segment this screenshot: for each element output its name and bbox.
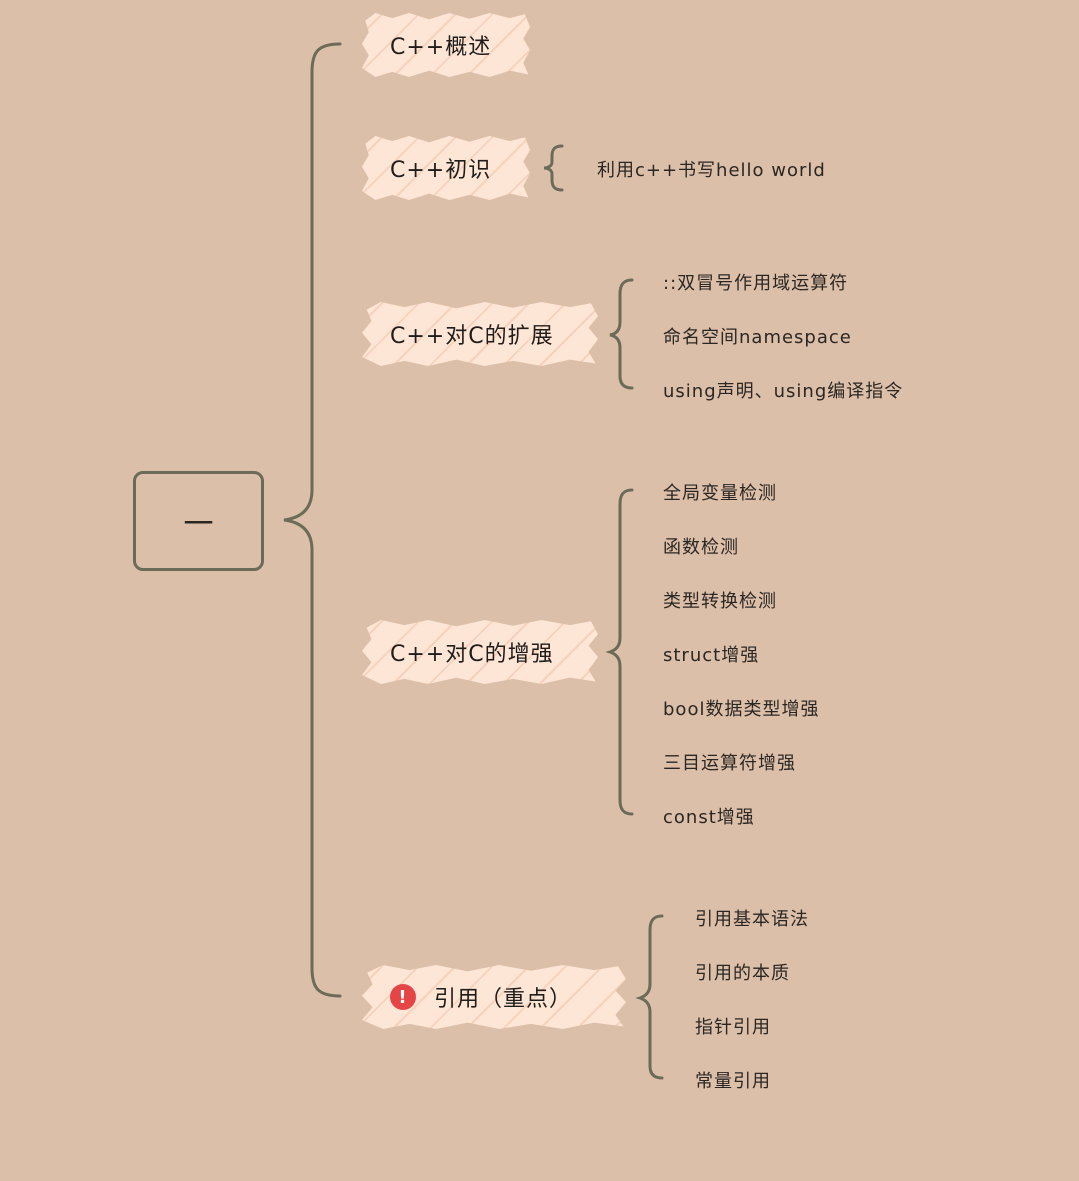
topic-label: C++对C的增强 [390,642,554,667]
topic-cpp-extension[interactable]: C++对C的扩展 [362,302,598,366]
leaf-item[interactable]: const增强 [663,807,755,828]
leaf-item[interactable]: bool数据类型增强 [663,699,820,720]
topic-cpp-enhancement[interactable]: C++对C的增强 [362,620,598,684]
topic-label: 引用（重点） [434,987,573,1012]
topic-highlight [362,13,530,77]
leaf-item[interactable]: using声明、using编译指令 [663,381,904,402]
leaf-item[interactable]: 函数检测 [663,537,739,558]
leaf-item[interactable]: 全局变量检测 [663,483,777,504]
leaf-item[interactable]: 命名空间namespace [663,327,852,348]
topic-highlight [362,302,598,366]
brace-extension [609,278,634,390]
leaf-item[interactable]: 利用c++书写hello world [597,160,826,181]
brace-enhancement [605,488,634,816]
leaf-item[interactable]: 常量引用 [695,1071,771,1092]
topic-highlight [362,136,530,200]
brace-reference [635,914,664,1080]
topic-label: C++概述 [390,35,492,60]
leaf-item[interactable]: ::双冒号作用域运算符 [663,273,849,294]
leaf-item[interactable]: 类型转换检测 [663,591,777,612]
leaf-item[interactable]: 引用基本语法 [695,909,809,930]
leaf-item[interactable]: 三目运算符增强 [663,753,796,774]
topic-cpp-overview[interactable]: C++概述 [362,13,530,77]
topic-cpp-intro[interactable]: C++初识 [362,136,530,200]
leaf-item[interactable]: struct增强 [663,645,760,666]
leaf-item[interactable]: 引用的本质 [695,963,790,984]
brace-intro [543,144,564,192]
leaf-item[interactable]: 指针引用 [695,1017,771,1038]
root-label: 一 [183,507,214,542]
topic-highlight [362,620,598,684]
root-node[interactable]: 一 [133,471,264,571]
topic-label: C++初识 [390,158,492,183]
topic-reference[interactable]: ! 引用（重点） [362,965,626,1029]
topic-label: C++对C的扩展 [390,324,554,349]
exclamation-icon: ! [390,984,416,1010]
main-brace [283,42,342,998]
